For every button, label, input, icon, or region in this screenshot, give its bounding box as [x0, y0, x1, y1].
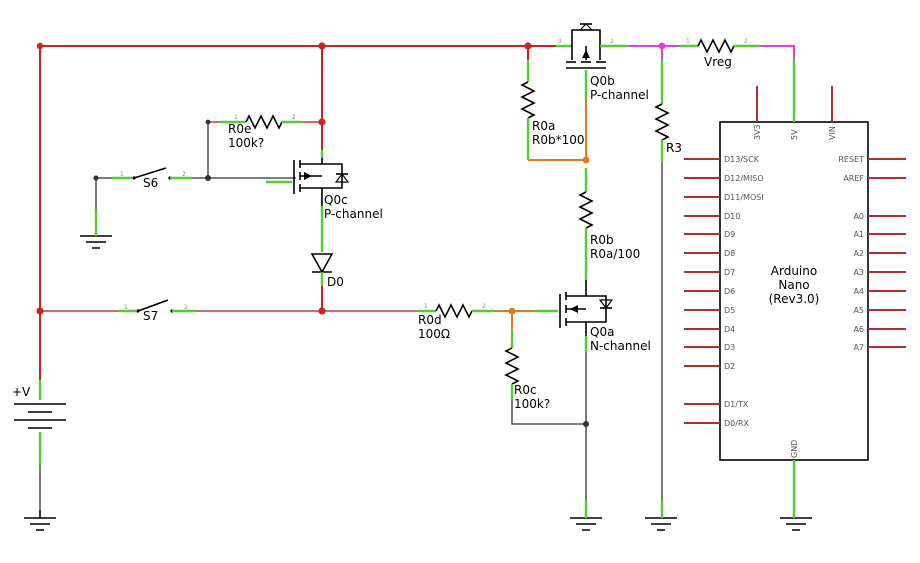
- ground-symbol: [24, 510, 56, 531]
- r0d-value: 100Ω: [418, 327, 450, 341]
- pin-aref: AREF: [843, 174, 864, 183]
- s6-label: S6: [143, 176, 158, 190]
- q0c-type: P-channel: [324, 207, 383, 221]
- ground-symbol: [570, 517, 602, 531]
- pin-d13: D13/SCK: [724, 155, 760, 164]
- d0-name: D0: [327, 275, 344, 289]
- junction: [318, 307, 326, 315]
- switch-s6[interactable]: S6 1 2: [93, 167, 296, 236]
- right-pins: RESET AREF A0 A1 A2 A3 A4 A5 A6 A7: [838, 155, 906, 352]
- pin-d9: D9: [724, 230, 735, 239]
- r0c-value: 100k?: [514, 397, 550, 411]
- r0e-name: R0e: [228, 122, 251, 136]
- junction: [318, 42, 326, 50]
- vreg-name: Vreg: [704, 55, 732, 69]
- pin-a5: A5: [853, 306, 864, 315]
- arduino-line2: Nano: [778, 278, 809, 292]
- r0a-value: R0b*100: [532, 133, 585, 147]
- junction: [318, 118, 326, 126]
- resistor-r0b[interactable]: R0b R0a/100: [578, 168, 640, 280]
- r0e-value: 100k?: [228, 136, 264, 150]
- q0b-name: Q0b: [590, 74, 615, 88]
- diode-d0[interactable]: D0: [310, 253, 344, 289]
- arduino-line1: Arduino: [771, 264, 817, 278]
- mosfet-q0b[interactable]: Q0b P-channel 3 2: [556, 23, 649, 102]
- resistor-r0e[interactable]: R0e 100k? 1 2: [205, 114, 302, 178]
- pin-a0: A0: [853, 212, 864, 221]
- pin-d10: D10: [724, 212, 740, 221]
- pin-d8: D8: [724, 249, 735, 258]
- switch-s7[interactable]: S7 1 2: [118, 299, 196, 323]
- ground-symbol: [80, 235, 112, 249]
- pin-d7: D7: [724, 268, 735, 277]
- svg-text:1: 1: [424, 303, 428, 310]
- q0c-name: Q0c: [324, 193, 348, 207]
- resistor-r0a[interactable]: R0a R0b*100: [520, 60, 585, 160]
- pin-a1: A1: [853, 230, 864, 239]
- junction: [36, 42, 44, 50]
- svg-text:2: 2: [184, 304, 188, 311]
- q0a-name: Q0a: [590, 325, 614, 339]
- pin-reset: RESET: [838, 155, 864, 164]
- supply-label: +V: [12, 385, 31, 399]
- junction: [583, 421, 589, 427]
- regulated-rail: [760, 45, 795, 60]
- resistor-r0c[interactable]: R0c 100k?: [504, 330, 586, 425]
- q0a-type: N-channel: [590, 339, 651, 353]
- pin-d5: D5: [724, 306, 735, 315]
- resistor-r0d[interactable]: R0d 100Ω 1 2: [418, 303, 494, 341]
- junction: [582, 156, 590, 164]
- ground-symbol: [780, 517, 812, 531]
- svg-text:2: 2: [610, 38, 614, 45]
- pin-d12: D12/MISO: [724, 174, 764, 183]
- mosfet-q0c[interactable]: Q0c P-channel: [266, 150, 383, 252]
- svg-text:1: 1: [234, 114, 238, 121]
- arduino-nano[interactable]: Arduino Nano (Rev3.0) 3V3 5V VIN GND: [684, 60, 906, 518]
- mosfet-q0a[interactable]: Q0a N-channel: [534, 280, 651, 353]
- pin-a3: A3: [853, 268, 864, 277]
- pin-a7: A7: [853, 343, 864, 352]
- junction: [524, 42, 532, 50]
- power-rail: [36, 42, 556, 380]
- pin-d1: D1/TX: [724, 400, 749, 409]
- svg-text:2: 2: [292, 114, 296, 121]
- s7-label: S7: [143, 309, 158, 323]
- pin-d2: D2: [724, 362, 735, 371]
- pin-5v: 5V: [790, 129, 799, 140]
- resistor-r3[interactable]: R3: [654, 60, 682, 518]
- pin-vin: VIN: [828, 126, 837, 140]
- pin-d6: D6: [724, 287, 735, 296]
- svg-text:2: 2: [482, 303, 486, 310]
- pin-a6: A6: [853, 325, 864, 334]
- svg-text:3: 3: [558, 38, 562, 45]
- pin-d4: D4: [724, 325, 735, 334]
- svg-text:1: 1: [120, 171, 124, 178]
- pin-a4: A4: [853, 287, 864, 296]
- arduino-line3: (Rev3.0): [769, 292, 820, 306]
- pin-d11: D11/MOSI: [724, 193, 764, 202]
- r0c-name: R0c: [514, 383, 537, 397]
- r3-name: R3: [666, 141, 682, 155]
- svg-text:1: 1: [686, 38, 690, 45]
- q0b-type: P-channel: [590, 88, 649, 102]
- pin-d0: D0/RX: [724, 419, 750, 428]
- svg-text:2: 2: [744, 38, 748, 45]
- r0b-name: R0b: [590, 233, 614, 247]
- r0b-value: R0a/100: [590, 247, 640, 261]
- junction: [36, 307, 44, 315]
- battery-supply[interactable]: +V: [12, 380, 66, 510]
- pin-gnd: GND: [790, 440, 799, 458]
- ground-symbol: [645, 517, 677, 531]
- r0a-name: R0a: [532, 119, 555, 133]
- resistor-vreg[interactable]: Vreg 1 2: [680, 38, 760, 69]
- pin-3v3: 3V3: [753, 124, 762, 140]
- left-pins: D13/SCK D12/MISO D11/MOSI D10 D9 D8 D7 D…: [684, 155, 764, 428]
- svg-text:2: 2: [182, 171, 186, 178]
- svg-text:1: 1: [124, 304, 128, 311]
- r0d-name: R0d: [418, 313, 442, 327]
- pin-a2: A2: [853, 249, 864, 258]
- pin-d3: D3: [724, 343, 735, 352]
